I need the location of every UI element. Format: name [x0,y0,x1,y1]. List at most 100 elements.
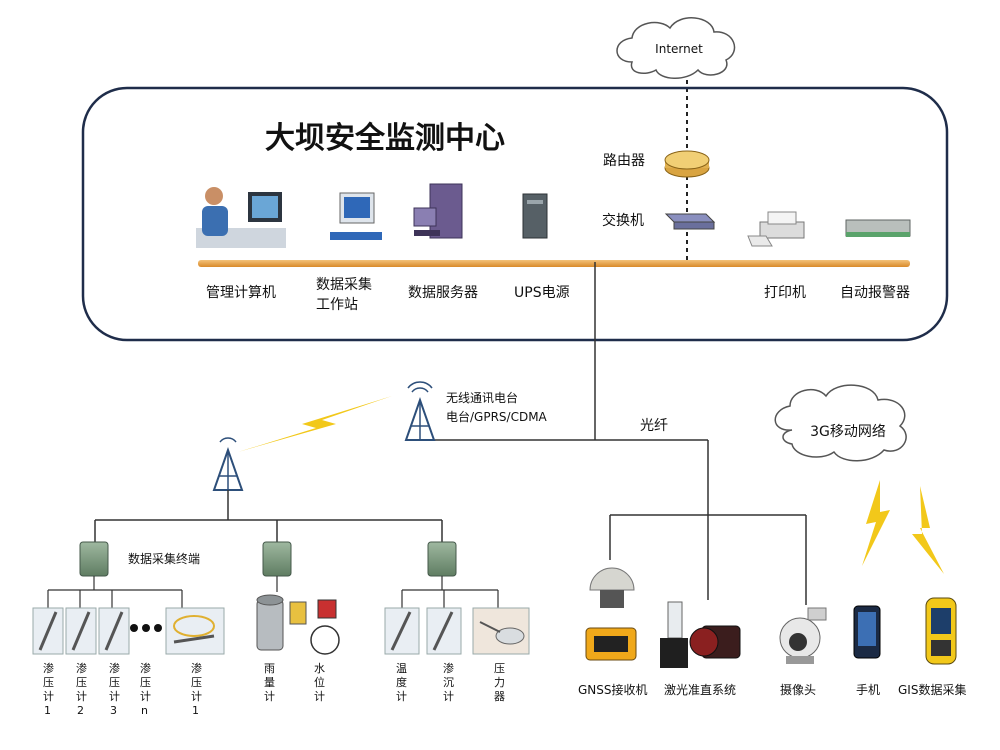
svg-text:压: 压 [140,676,151,689]
router-icon [664,150,710,178]
svg-text:3: 3 [110,704,117,717]
svg-text:渗: 渗 [191,661,202,675]
svg-text:渗: 渗 [76,661,87,675]
mobile-network-cloud: 3G移动网络 [774,384,907,462]
piezometer-n-label: 渗 压 计 n [140,661,151,717]
internet-label: Internet [655,42,703,56]
ups-label: UPS电源 [514,285,570,301]
monitoring-center-frame [81,86,949,342]
alarm-label: 自动报警器 [840,285,910,301]
router-label: 路由器 [603,153,645,169]
gnss-label: GNSS接收机 [578,682,648,697]
svg-text:压: 压 [76,676,87,689]
pressure-cell-label: 压 力 器 [494,662,505,703]
svg-text:计: 计 [140,690,151,703]
svg-text:压: 压 [109,676,120,689]
radio-tower-icon [404,381,436,441]
phone-icon [853,605,881,659]
svg-text:雨: 雨 [264,662,275,675]
ellipsis-dots [130,624,162,632]
svg-text:压: 压 [191,676,202,689]
printer-label: 打印机 [764,284,806,301]
laser-alignment-icon [660,601,741,668]
camera-label: 摄像头 [780,682,816,697]
wireless-label-1: 无线通讯电台 [446,390,518,405]
svg-text:位: 位 [314,675,325,689]
piezometer-b-label: 渗 压 计 1 [191,661,202,717]
data-terminal-3-icon [427,541,457,577]
settlement-gauge-icon [426,607,462,655]
switch-icon [664,213,716,230]
piezometer-2-label: 渗 压 计 2 [76,661,87,717]
data-server-icon [413,183,463,239]
piezometer-3-label: 渗 压 计 3 [109,661,120,717]
ups-icon [522,193,548,239]
lan-bus [198,260,910,267]
svg-text:渗: 渗 [43,661,54,675]
gis-collector-icon [925,597,957,665]
piezometer-1-label: 渗 压 计 1 [43,661,54,717]
management-computer-icon [196,187,286,248]
svg-text:器: 器 [494,690,505,703]
svg-text:压: 压 [494,662,505,675]
page-title: 大坝安全监测中心 [265,121,505,156]
left-radio-tower-icon [212,437,244,491]
gnss-receiver-icon [585,567,637,661]
alarm-icon [845,219,911,237]
svg-text:n: n [141,704,148,717]
data-station-icon [330,192,382,240]
svg-text:力: 力 [494,676,505,689]
wireless-label-2: 电台/GPRS/CDMA [446,409,548,424]
camera-icon [779,607,827,664]
svg-text:计: 计 [43,690,54,703]
svg-text:压: 压 [43,676,54,689]
mobile-network-label: 3G移动网络 [810,424,886,440]
svg-text:计: 计 [396,690,407,703]
internet-cloud: Internet [616,17,736,79]
phone-label: 手机 [856,683,880,697]
thermometer-label: 温 度 计 [396,662,407,703]
water-level-icon [289,599,340,655]
piezometer-2-icon [65,607,97,655]
rain-gauge-icon [256,594,284,651]
svg-text:计: 计 [264,690,275,703]
gis-signal-bolt-icon [912,486,944,574]
svg-text:水: 水 [314,662,325,675]
svg-text:1: 1 [44,704,51,717]
svg-text:计: 计 [76,690,87,703]
water-level-label: 水 位 计 [314,662,325,703]
phone-signal-bolt-icon [862,480,890,566]
settlement-gauge-label: 渗 沉 计 [443,661,454,703]
thermometer-icon [384,607,420,655]
data-server-label: 数据服务器 [408,285,478,301]
laser-label: 激光准直系统 [664,683,736,697]
piezometer-3-icon [98,607,130,655]
svg-text:沉: 沉 [443,676,454,689]
svg-text:渗: 渗 [443,661,454,675]
svg-text:2: 2 [77,704,84,717]
data-terminal-label: 数据采集终端 [128,551,200,566]
piezometer-1-icon [32,607,64,655]
svg-text:计: 计 [191,690,202,703]
switch-label: 交换机 [602,212,644,229]
data-station-label-2: 工作站 [316,297,358,313]
pressure-cell-icon [472,607,530,655]
svg-text:量: 量 [264,676,275,689]
svg-text:渗: 渗 [140,661,151,675]
rain-gauge-label: 雨 量 计 [264,662,275,703]
piezometer-b-icon [165,607,225,655]
fiber-label: 光纤 [640,418,668,434]
gis-label: GIS数据采集 [898,682,966,697]
svg-text:温: 温 [396,662,407,675]
printer-icon [747,211,805,247]
management-computer-label: 管理计算机 [206,285,276,301]
svg-text:1: 1 [192,704,199,717]
svg-text:计: 计 [443,690,454,703]
wireless-bolt-icon [238,396,392,452]
data-terminal-2-icon [262,541,292,577]
data-terminal-1-icon [79,541,109,577]
svg-text:计: 计 [314,690,325,703]
data-station-label-1: 数据采集 [316,276,372,293]
svg-text:度: 度 [396,675,407,689]
